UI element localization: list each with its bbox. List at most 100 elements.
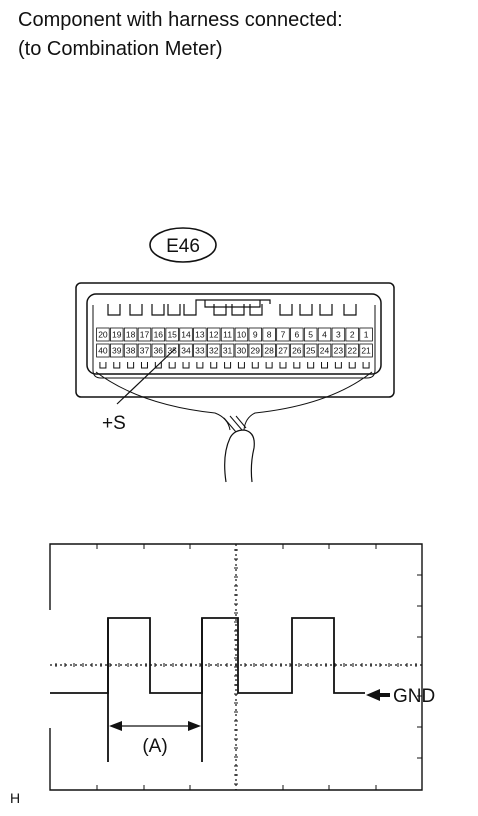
pin-cell (262, 343, 276, 358)
pin-cell (359, 343, 373, 358)
pin-number: 11 (223, 330, 232, 340)
pin-number: 35 (167, 346, 177, 356)
pin-cell (165, 327, 179, 342)
scope-ticks (55, 544, 422, 790)
connector-key (249, 304, 263, 316)
connector-key (279, 304, 293, 316)
period-arrow-left (109, 721, 122, 731)
connector-outer-shell (75, 282, 395, 398)
pin-number: 18 (126, 330, 136, 340)
harness-strand-1 (223, 417, 237, 433)
pin-number: 32 (209, 346, 219, 356)
pin-number: 28 (264, 346, 274, 356)
oscilloscope: (A) GND (49, 543, 435, 791)
pin-number: 40 (98, 346, 108, 356)
retainer-tooth (140, 362, 148, 369)
pin-cell (96, 343, 110, 358)
connector-keys (107, 299, 357, 316)
pin-cell (317, 343, 332, 358)
pin-number: 34 (181, 346, 191, 356)
pin-cell (345, 327, 359, 342)
pin-cell (137, 327, 152, 342)
pin-cell (193, 343, 207, 358)
pin-number: 38 (126, 346, 136, 356)
retainer-tooth (293, 362, 301, 369)
pin-number: 37 (140, 346, 150, 356)
ground-arrow (366, 689, 390, 701)
pin-number: 27 (278, 346, 288, 356)
pin-number: 16 (154, 330, 164, 340)
retainer-tooth (99, 362, 107, 369)
pin-number: 6 (294, 330, 299, 340)
pin-number: 22 (347, 346, 357, 356)
pin-number: 33 (195, 346, 205, 356)
connector-key (151, 304, 165, 316)
connector-inner-rim (92, 305, 376, 379)
retainer-tooth (307, 362, 315, 369)
pin-cell (151, 343, 166, 358)
connector-key (167, 304, 181, 316)
pin-cell (234, 343, 249, 358)
connector-key (231, 304, 245, 316)
retainer-tooth (362, 362, 370, 369)
pin-cell (303, 343, 318, 358)
pin-cell (220, 343, 235, 358)
pin-number: 25 (306, 346, 316, 356)
pin-number: 10 (237, 330, 247, 340)
retainer-tooth (127, 362, 135, 369)
pin-number: 36 (154, 346, 164, 356)
pin-cell (359, 327, 373, 342)
connector-inner-housing (86, 293, 382, 375)
pin-cell (290, 343, 304, 358)
pin-number: 13 (195, 330, 205, 340)
pin-cell (165, 343, 179, 358)
harness-strand-3 (235, 415, 247, 429)
connector-key (129, 304, 143, 316)
pin-number: 5 (308, 330, 313, 340)
pin-number: 14 (181, 330, 191, 340)
pin-number: 31 (223, 346, 233, 356)
retainer-tooth (348, 362, 356, 369)
pin-number: 3 (336, 330, 341, 340)
pin-cell (151, 327, 166, 342)
pin-cell (110, 327, 124, 342)
period-arrow-right (188, 721, 201, 731)
connector-code-ellipse (149, 227, 217, 263)
retainer-tooth (210, 362, 218, 369)
pin-number: 15 (167, 330, 177, 340)
retainer-tooth (279, 362, 287, 369)
pin-number: 21 (361, 346, 371, 356)
pin-number: 9 (253, 330, 258, 340)
harness-strand-2 (229, 415, 243, 431)
pin-cell (179, 343, 193, 358)
period-label: (A) (142, 736, 167, 757)
connector-latch (195, 299, 271, 308)
pin-number: 24 (320, 346, 330, 356)
pin-number: 7 (281, 330, 286, 340)
pin-number: 12 (209, 330, 219, 340)
pulse-waveform (50, 617, 365, 694)
retainer-tooth (251, 362, 259, 369)
pin-number: 8 (267, 330, 272, 340)
pin-cell (123, 327, 138, 342)
harness-cable (224, 429, 255, 483)
pin-cell (110, 343, 124, 358)
connector-code-callout: E46 (149, 227, 217, 263)
pin-cell (206, 327, 221, 342)
retainer-tooth (321, 362, 329, 369)
pin-cell (137, 343, 152, 358)
pin-cell (303, 327, 318, 342)
retainer-tooth (113, 362, 121, 369)
pin-cell (220, 327, 235, 342)
pin-number: 29 (251, 346, 261, 356)
pin-number: 17 (140, 330, 150, 340)
connector-key (213, 304, 227, 316)
connector-key (319, 304, 333, 316)
retainer-tooth (237, 362, 245, 369)
pin-number: 1 (364, 330, 369, 340)
retainer-tooth (224, 362, 232, 369)
harness-right-curve (243, 371, 373, 431)
connector-retainer (99, 362, 370, 369)
